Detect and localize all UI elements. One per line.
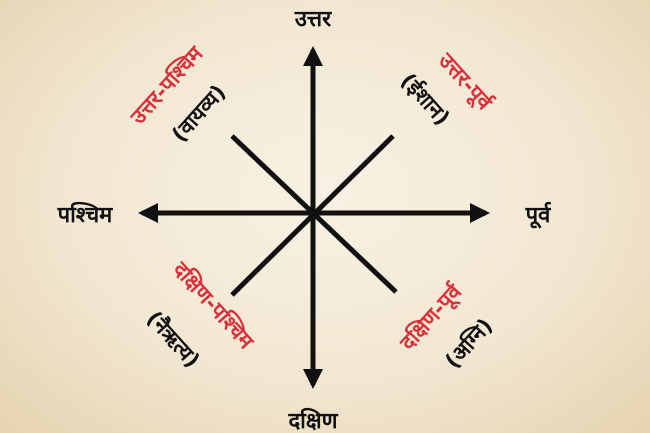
ne-sw-line (230, 134, 395, 297)
west-label: पश्चिम (57, 201, 114, 228)
southwest-alias: (नैऋत्य) (142, 306, 205, 373)
south-label: दक्षिण (287, 407, 338, 433)
north-label: उत्तर (294, 7, 332, 32)
southeast-alias: (अग्नि) (440, 313, 498, 373)
east-label: पूर्व (525, 201, 552, 229)
